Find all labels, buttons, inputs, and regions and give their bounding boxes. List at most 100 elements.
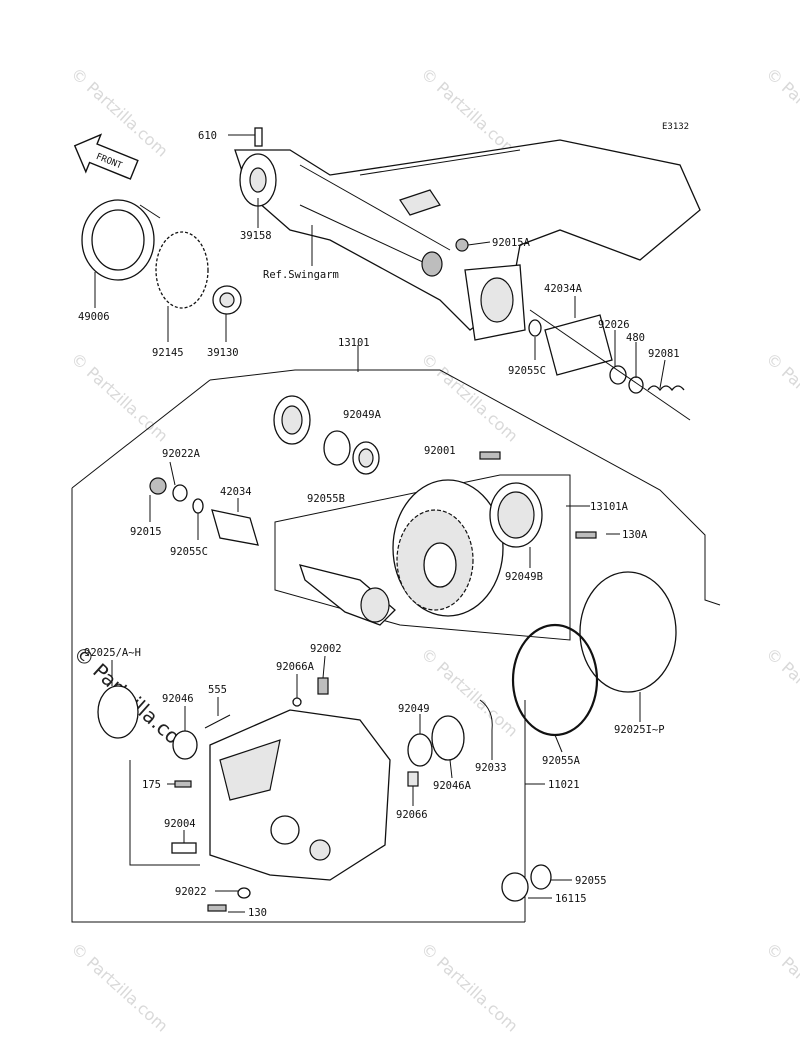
part-92066A — [292, 697, 302, 707]
part-16115 — [501, 872, 529, 902]
front-arrow: FRONT — [73, 133, 139, 180]
bearing-inner — [281, 405, 303, 435]
part-42034A — [544, 314, 613, 376]
label-92001: 92001 — [424, 445, 456, 457]
case-bore — [270, 815, 300, 845]
boot-assembly — [81, 199, 242, 315]
watermark: © Partzilla.com — [67, 939, 171, 1036]
part-92055C-ring — [192, 498, 204, 514]
label-92055C: 92055C — [170, 546, 208, 558]
label-92055: 92055 — [575, 875, 607, 887]
part-92033 — [479, 699, 493, 731]
part-92081 — [647, 385, 685, 392]
label-92049A: 92049A — [343, 409, 382, 421]
watermark: © Partzilla.com — [762, 939, 800, 1036]
part-130A — [575, 531, 597, 539]
label-92145: 92145 — [152, 347, 184, 359]
part-610 — [254, 127, 263, 147]
label-92049: 92049 — [398, 703, 430, 715]
ref-swingarm-label: Ref.Swingarm — [263, 269, 339, 281]
label-49006: 49006 — [78, 311, 110, 323]
label-42034: 42034 — [220, 486, 252, 498]
swingarm-edge — [359, 149, 521, 176]
label-175: 175 — [142, 779, 161, 791]
diagram-code: E3132 — [662, 122, 689, 132]
part-49006-inner — [91, 209, 145, 271]
part-130 — [207, 904, 227, 912]
swingarm-drawing — [234, 127, 701, 341]
leader — [467, 241, 491, 246]
label-92015A: 92015A — [492, 237, 531, 249]
part-92066 — [407, 771, 419, 787]
label-92049B: 92049B — [505, 571, 543, 583]
group-outline-main — [71, 488, 525, 923]
part-92055C-ring — [528, 319, 542, 337]
label-92022A: 92022A — [162, 448, 201, 460]
part-92026 — [609, 365, 627, 385]
part-92004 — [171, 842, 197, 854]
part-175 — [174, 780, 192, 788]
label-92004: 92004 — [164, 818, 196, 830]
label-92022: 92022 — [175, 886, 207, 898]
boot-tab — [139, 204, 161, 219]
part-92015 — [149, 477, 167, 495]
watermark: © Partzilla.com — [762, 64, 800, 161]
part-92022A — [172, 484, 188, 502]
ring-gear-group — [392, 479, 597, 617]
pinion-gear — [360, 587, 390, 623]
label-130: 130 — [248, 907, 267, 919]
part-92055A-oring — [511, 623, 599, 737]
group-outline-case — [129, 760, 200, 866]
watermark: © Partzilla.com — [67, 349, 171, 446]
watermark: © Partzilla.com — [762, 349, 800, 446]
label-16115: 16115 — [555, 893, 587, 905]
watermark: © Partzilla.com — [762, 644, 800, 741]
label-130A: 130A — [622, 529, 648, 541]
label-39158: 39158 — [240, 230, 272, 242]
label-13101A: 13101A — [590, 501, 629, 513]
part-92046A — [431, 715, 465, 761]
label-92066A: 92066A — [276, 661, 315, 673]
part-92015A — [455, 238, 469, 252]
swingarm-edge — [299, 164, 451, 251]
label-92066: 92066 — [396, 809, 428, 821]
swingarm-body — [234, 139, 701, 331]
watermark: © Partzilla.com — [417, 64, 521, 161]
swingarm-slot — [399, 189, 441, 216]
label-39130: 39130 — [207, 347, 239, 359]
part-92049A-bore — [358, 448, 374, 468]
group-outline-13101 — [209, 369, 721, 606]
leader — [169, 461, 176, 486]
drive-shaft-parts — [528, 309, 691, 421]
part-92049 — [407, 733, 433, 767]
part-92046 — [172, 730, 198, 760]
label-92015: 92015 — [130, 526, 162, 538]
part-92025I-gasket — [579, 571, 677, 693]
assembly-line — [529, 309, 691, 421]
watermark: © Partzilla.com — [417, 644, 521, 741]
pinion-group — [149, 477, 396, 626]
label-555: 555 — [208, 684, 227, 696]
front-arrow-icon — [73, 133, 139, 180]
part-92001 — [479, 451, 501, 460]
label-92081: 92081 — [648, 348, 680, 360]
part-42034 — [211, 509, 259, 546]
u-joint — [421, 251, 443, 277]
label-92055C-top: 92055C — [508, 365, 546, 377]
part-92002 — [317, 677, 329, 695]
part-92145 — [155, 231, 209, 309]
label-11021: 11021 — [548, 779, 580, 791]
part-92022 — [237, 887, 251, 899]
leader — [554, 734, 563, 753]
leader — [322, 655, 326, 679]
watermark: © Partzilla.com — [417, 349, 521, 446]
label-42034A: 42034A — [544, 283, 583, 295]
part-92055B — [323, 430, 351, 466]
case-rib — [219, 739, 281, 801]
part-39130-bore — [219, 292, 235, 308]
label-92046: 92046 — [162, 693, 194, 705]
ring-gear-hub — [423, 542, 457, 588]
part-92025-shim — [97, 685, 139, 739]
